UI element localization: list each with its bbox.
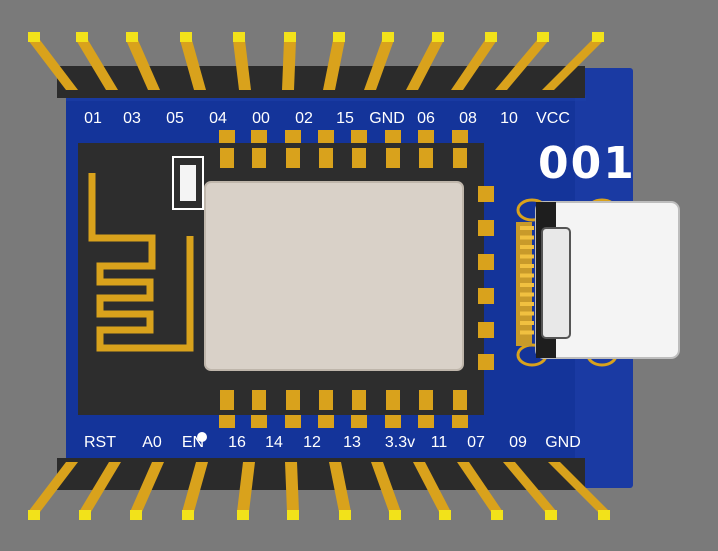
header-pin <box>548 462 610 520</box>
pin-label-bottom: 14 <box>265 434 283 451</box>
header-pin <box>406 32 444 90</box>
pin-label-bottom: 09 <box>509 434 527 451</box>
usb-pin <box>520 321 534 325</box>
wifi-module <box>78 130 494 428</box>
header-pins-top <box>28 32 604 90</box>
header-pin <box>495 32 549 90</box>
usb-pin <box>520 226 534 230</box>
pin-label-top: 06 <box>417 110 435 127</box>
pin-label-top: 10 <box>500 110 518 127</box>
usb-pin <box>520 283 534 287</box>
module-pad <box>385 130 401 168</box>
usb-pin <box>520 292 534 297</box>
module-pad <box>318 390 334 428</box>
module-pad <box>452 130 468 168</box>
header-pin <box>28 462 78 520</box>
pin-label-top: 15 <box>336 110 354 127</box>
module-pad <box>251 390 267 428</box>
module-pad <box>418 130 434 168</box>
usb-pin <box>520 254 534 259</box>
header-pin <box>76 32 118 90</box>
header-pin <box>542 32 604 90</box>
pin-label-top: VCC <box>536 110 570 127</box>
header-pin <box>503 462 557 520</box>
module-pad <box>452 390 468 428</box>
header-pin <box>233 32 251 90</box>
pin-label-bottom: GND <box>545 434 581 451</box>
module-pad <box>251 130 267 168</box>
module-pad <box>478 186 494 202</box>
usb-type-c-connector <box>516 198 680 367</box>
brand-mark: 001 <box>538 138 636 189</box>
usb-pin <box>520 245 534 249</box>
header-pin <box>126 32 160 90</box>
header-pins-bottom <box>28 462 610 520</box>
usb-pin <box>520 311 534 316</box>
header-pin <box>323 32 345 90</box>
header-pin <box>285 462 299 520</box>
module-pad <box>318 130 334 168</box>
module-pad <box>351 390 367 428</box>
pin1-marker <box>197 432 207 442</box>
header-pin <box>237 462 255 520</box>
header-pin <box>180 32 206 90</box>
module-pad <box>478 254 494 270</box>
module-pad <box>285 130 301 168</box>
header-pin <box>28 32 78 90</box>
usb-pin <box>520 330 534 335</box>
module-pad <box>478 354 494 370</box>
module-pad <box>418 390 434 428</box>
pin-label-bottom: 11 <box>431 434 448 451</box>
header-pin <box>364 32 394 90</box>
header-pin <box>130 462 164 520</box>
pin-label-bottom: 3.3v <box>385 434 415 451</box>
pin-label-bottom: 16 <box>228 434 246 451</box>
header-pin <box>451 32 497 90</box>
pin-label-bottom: A0 <box>142 434 162 451</box>
usb-pin <box>520 302 534 306</box>
pin-label-bottom: 12 <box>303 434 321 451</box>
header-pin <box>79 462 121 520</box>
header-pin <box>413 462 451 520</box>
module-pad <box>219 130 235 168</box>
pin-label-top: 03 <box>123 110 141 127</box>
header-pin <box>457 462 503 520</box>
module-pad <box>478 288 494 304</box>
usb-pin <box>520 264 534 268</box>
usb-pin <box>520 235 534 240</box>
header-pin <box>371 462 401 520</box>
pin-label-bottom: 13 <box>343 434 361 451</box>
pin-label-top: 01 <box>84 110 102 127</box>
pin-label-top: 02 <box>295 110 313 127</box>
smd-led <box>172 156 204 210</box>
pin-label-top: 04 <box>209 110 227 127</box>
module-pad <box>478 322 494 338</box>
pcb-trace-antenna <box>88 173 194 352</box>
module-shield <box>204 181 464 371</box>
module-pad <box>478 220 494 236</box>
pin-label-top: 05 <box>166 110 184 127</box>
module-pad <box>285 390 301 428</box>
module-pad <box>385 390 401 428</box>
pin-labels-top: 01 03 05 04 00 02 15 GND 06 08 10 VCC <box>84 110 570 127</box>
usb-pin <box>520 273 534 278</box>
pin-label-bottom: 07 <box>467 434 485 451</box>
module-pad <box>351 130 367 168</box>
module-pad <box>219 390 235 428</box>
pin-label-top: 00 <box>252 110 270 127</box>
pin-label-top: 08 <box>459 110 477 127</box>
pin-label-bottom: RST <box>84 434 116 451</box>
pin-label-top: GND <box>369 110 405 127</box>
header-pin <box>282 32 296 90</box>
header-pin <box>182 462 208 520</box>
header-pin <box>329 462 351 520</box>
